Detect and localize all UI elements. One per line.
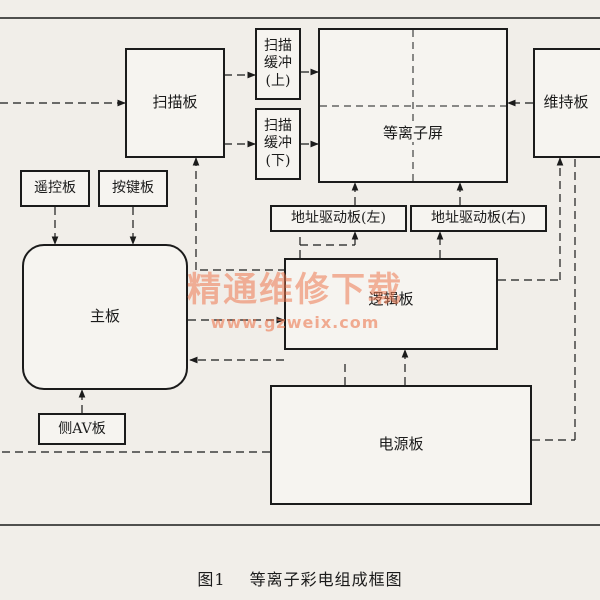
plasma-screen-label: 等离子屏 xyxy=(379,124,446,143)
side-av-board: 侧AV板 xyxy=(38,413,126,445)
remote-board-label: 遥控板 xyxy=(34,180,76,197)
caption-title: 等离子彩电组成框图 xyxy=(249,570,403,589)
scan-buffer-bottom-label: 扫描 缓冲 (下) xyxy=(264,118,292,169)
power-board-label: 电源板 xyxy=(378,435,424,454)
scan-board-label: 扫描板 xyxy=(152,93,198,112)
plasma-screen: 等离子屏 xyxy=(318,28,508,183)
logic-board: 逻辑板 xyxy=(284,258,498,350)
address-driver-right: 地址驱动板(右) xyxy=(410,205,547,232)
key-board-label: 按键板 xyxy=(112,180,154,197)
figure-caption: 图1 等离子彩电组成框图 xyxy=(0,566,600,590)
caption-number: 图1 xyxy=(197,570,226,589)
main-board: 主板 xyxy=(22,244,188,390)
remote-board: 遥控板 xyxy=(20,170,90,207)
logic-board-label: 逻辑板 xyxy=(368,290,414,309)
sustain-board-label: 维持板 xyxy=(543,93,589,112)
sustain-board: 维持板 xyxy=(533,48,600,158)
scan-buffer-top: 扫描 缓冲 (上) xyxy=(255,28,301,100)
address-driver-left: 地址驱动板(左) xyxy=(270,205,407,232)
key-board: 按键板 xyxy=(98,170,168,207)
address-driver-left-label: 地址驱动板(左) xyxy=(291,210,386,227)
side-av-board-label: 侧AV板 xyxy=(58,420,106,437)
scan-buffer-top-label: 扫描 缓冲 (上) xyxy=(264,38,292,89)
power-board: 电源板 xyxy=(270,385,532,505)
screen-quadrant-lines xyxy=(320,30,506,181)
main-board-label: 主板 xyxy=(89,307,120,326)
scan-board: 扫描板 xyxy=(125,48,225,158)
address-driver-right-label: 地址驱动板(右) xyxy=(431,210,526,227)
scan-buffer-bottom: 扫描 缓冲 (下) xyxy=(255,108,301,180)
